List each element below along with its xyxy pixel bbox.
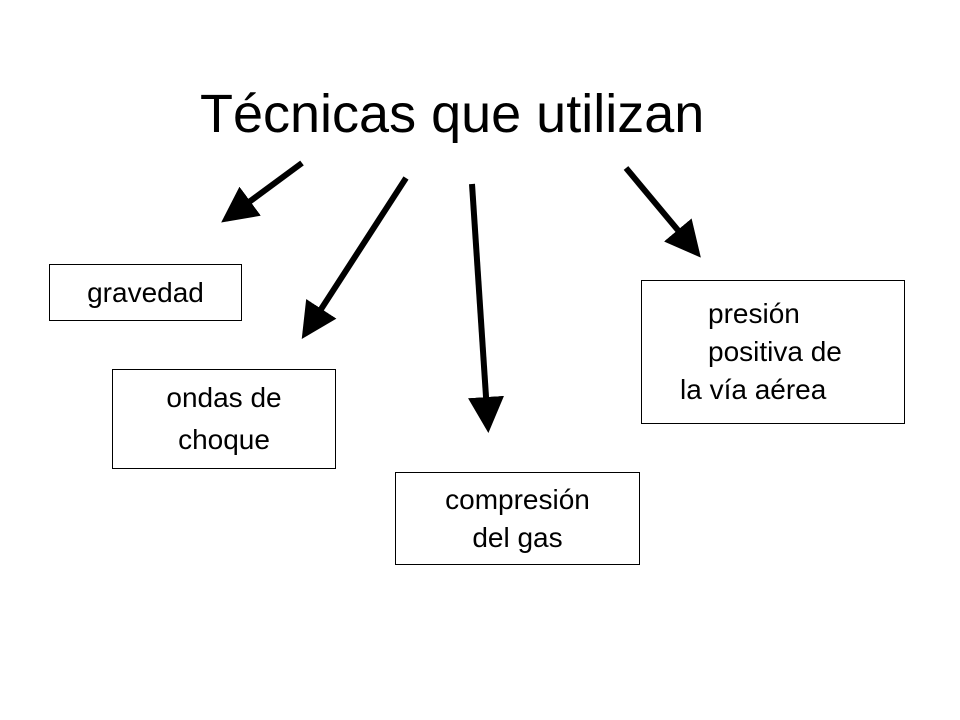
- node-gravedad: gravedad: [49, 264, 242, 321]
- node-ondas-line-1: ondas de: [166, 382, 282, 413]
- node-ondas-line-2: choque: [178, 424, 270, 455]
- node-compresion-line-2: del gas: [472, 521, 563, 553]
- arrow-to-gravedad: [221, 160, 304, 223]
- node-presion-positiva: presión positiva de la vía aérea: [641, 280, 905, 424]
- node-presion-line-2: positiva de: [708, 336, 842, 367]
- diagram-title: Técnicas que utilizan: [200, 84, 705, 144]
- node-gravedad-label: gravedad: [87, 276, 204, 308]
- arrow-to-ondas: [301, 176, 409, 340]
- node-compresion-del-gas: compresión del gas: [395, 472, 640, 565]
- node-presion-line-3: la vía aérea: [680, 374, 827, 405]
- node-compresion-line-1: compresión: [445, 483, 590, 515]
- node-ondas-de-choque: ondas de choque: [112, 369, 336, 469]
- arrow-to-compresion: [468, 183, 504, 433]
- node-presion-line-1: presión: [708, 298, 800, 329]
- arrow-to-presion: [623, 166, 701, 258]
